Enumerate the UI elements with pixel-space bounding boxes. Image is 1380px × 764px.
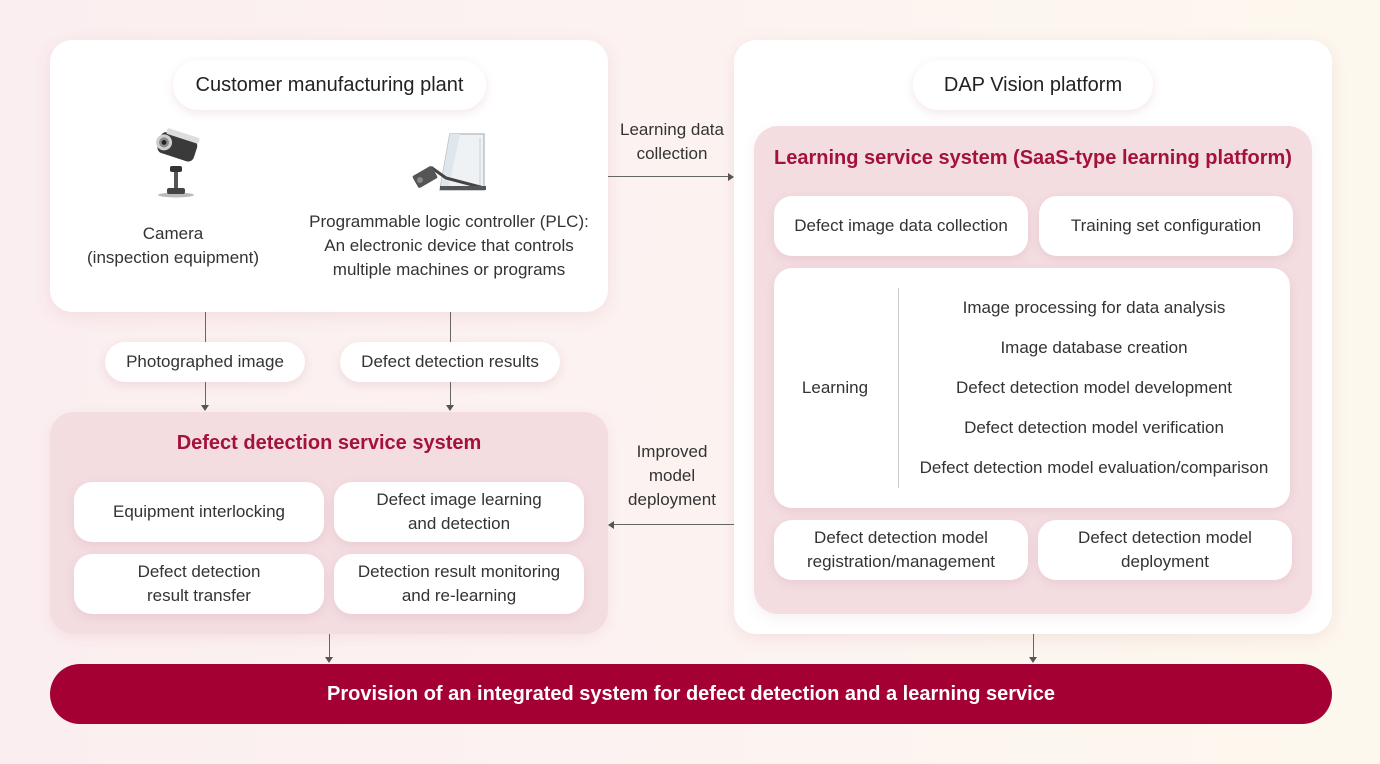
learning-top-item: Training set configuration <box>1039 196 1293 256</box>
arrow-plant-to-dap <box>608 176 728 177</box>
detection-item: Equipment interlocking <box>74 482 324 542</box>
detection-service-title: Defect detection service system <box>176 432 482 454</box>
arrowhead-right <box>728 173 734 181</box>
customer-plant-title: Customer manufacturing plant <box>173 60 486 110</box>
dap-platform-title: DAP Vision platform <box>913 60 1153 110</box>
arrow-dap-to-result <box>1033 634 1034 658</box>
detection-item: Detection result monitoring and re-learn… <box>334 554 584 614</box>
learning-bottom-item: Defect detection model deployment <box>1038 520 1292 580</box>
learning-item: Defect detection model development <box>956 378 1232 397</box>
learning-item: Image processing for data analysis <box>962 298 1226 317</box>
learning-bottom-item: Defect detection model registration/mana… <box>774 520 1028 580</box>
arrowhead-down <box>446 405 454 411</box>
learning-item: Defect detection model evaluation/compar… <box>919 458 1269 477</box>
arrowhead-down <box>1029 657 1037 663</box>
learning-item: Defect detection model verification <box>964 418 1224 437</box>
learning-top-item: Defect image data collection <box>774 196 1028 256</box>
arrow-detection-to-result <box>329 634 330 658</box>
learning-service-title: Learning service system (SaaS-type learn… <box>774 147 1292 169</box>
camera-label: Camera (inspection equipment) <box>87 224 259 267</box>
integrated-system-banner: Provision of an integrated system for de… <box>50 664 1332 724</box>
arrowhead-down <box>325 657 333 663</box>
arrowhead-left <box>608 521 614 529</box>
defect-detection-results-label: Defect detection results <box>340 342 560 382</box>
learning-divider <box>898 288 899 488</box>
plc-label: Programmable logic controller (PLC): An … <box>309 212 589 279</box>
learning-data-collection-label: Learning data collection <box>620 120 724 163</box>
improved-model-deployment-label: Improved model deployment <box>628 442 716 509</box>
learning-label: Learning <box>801 378 869 397</box>
arrowhead-down <box>201 405 209 411</box>
learning-block: Learning Image processing for data analy… <box>774 268 1290 508</box>
detection-item: Defect image learning and detection <box>334 482 584 542</box>
plc-device-icon <box>410 130 490 194</box>
photographed-image-label: Photographed image <box>105 342 305 382</box>
camera-icon <box>150 126 210 198</box>
arrow-dap-to-detection <box>614 524 734 525</box>
learning-item: Image database creation <box>1000 338 1188 357</box>
learning-items-list: Image processing for data analysis Image… <box>898 268 1290 508</box>
detection-item: Defect detection result transfer <box>74 554 324 614</box>
